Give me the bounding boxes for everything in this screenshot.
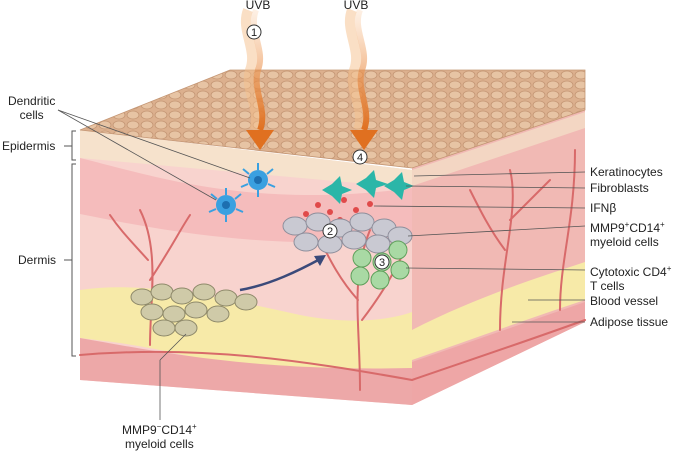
dendritic-cells bbox=[208, 163, 276, 222]
skin-block-side-face bbox=[412, 110, 585, 405]
label-fibroblasts: Fibroblasts bbox=[590, 181, 649, 195]
migration-arrow bbox=[239, 256, 323, 292]
label-dendritic-cells: Dendritic cells bbox=[8, 94, 56, 122]
uvb-arrow-right bbox=[344, 8, 378, 150]
label-mmp9-pos-myeloid: MMP9+CD14+ myeloid cells bbox=[590, 220, 665, 249]
leader-lines bbox=[57, 109, 586, 420]
svg-text:4: 4 bbox=[357, 152, 363, 164]
svg-text:3: 3 bbox=[379, 257, 385, 269]
migration-arrowhead bbox=[314, 255, 326, 266]
fibroblasts bbox=[322, 170, 414, 204]
label-mmp9-neg-myeloid: MMP9−CD14+ myeloid cells bbox=[122, 422, 197, 451]
label-ifnb: IFNβ bbox=[590, 201, 617, 215]
step-marker-3: 3 bbox=[374, 254, 390, 270]
blood-vessels bbox=[79, 149, 586, 391]
svg-text:2: 2 bbox=[327, 226, 333, 238]
step-marker-2: 2 bbox=[322, 223, 338, 239]
uvb-label-right: UVB bbox=[344, 0, 369, 12]
label-blood-vessel: Blood vessel bbox=[590, 294, 659, 308]
uvb-label-left: UVB bbox=[246, 0, 271, 12]
step-marker-4: 4 bbox=[352, 149, 368, 165]
mmp9-pos-myeloid-cells bbox=[282, 212, 413, 254]
label-epidermis: Epidermis bbox=[2, 139, 56, 153]
label-dermis: Dermis bbox=[18, 253, 56, 267]
label-keratinocytes: Keratinocytes bbox=[590, 165, 663, 179]
step-marker-1: 1 bbox=[246, 24, 262, 40]
cytotoxic-t-cells bbox=[350, 240, 410, 290]
label-adipose-tissue: Adipose tissue bbox=[590, 315, 669, 329]
svg-text:1: 1 bbox=[251, 27, 257, 39]
label-cytotoxic-cd4-t-cells: Cytotoxic CD4+ T cells bbox=[590, 264, 672, 293]
mmp9-neg-myeloid-cells bbox=[130, 283, 258, 337]
left-brackets bbox=[64, 130, 76, 357]
